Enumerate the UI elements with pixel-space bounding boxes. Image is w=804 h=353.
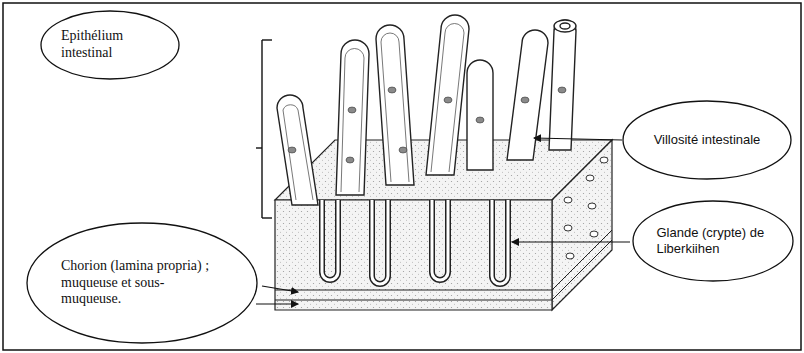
frame (3, 3, 801, 350)
layer-line (275, 300, 552, 301)
ellipse-shape (623, 101, 791, 179)
crypt-openings (564, 157, 608, 259)
text-group: Glande (crypte) de Liberkiihen (657, 225, 770, 256)
callout-ellipse: Epithélium intestinal (40, 10, 180, 80)
villi (277, 15, 576, 205)
callout-text: Chorion (lamina propria) ; muqueuse et s… (61, 258, 223, 308)
text-group: Villosité intestinale (654, 132, 761, 148)
callout-ellipse: Glande (crypte) de Liberkiihen (632, 200, 794, 282)
tissue-front (275, 200, 552, 310)
ellipse-shape (41, 11, 179, 79)
callout-text: Villosité intestinale (654, 132, 761, 148)
tissue-side (552, 140, 612, 310)
callout-text: Glande (crypte) de Liberkiihen (657, 225, 770, 256)
leader-lines (256, 138, 630, 304)
layer-line (275, 290, 552, 291)
callout-text: Epithélium intestinal (61, 28, 159, 62)
callout-ellipse: Chorion (lamina propria) ; muqueuse et s… (26, 222, 258, 344)
text-group: Epithélium intestinal (61, 28, 159, 62)
bracket (256, 40, 272, 218)
callout-ellipse: Villosité intestinale (622, 100, 792, 180)
layer-line (552, 230, 612, 290)
ellipse-shape (27, 223, 257, 343)
nuclei (288, 87, 566, 163)
villus-inner-lines (283, 24, 464, 201)
ellipse-shape (633, 201, 793, 281)
text-group: Chorion (lamina propria) ; muqueuse et s… (61, 258, 223, 308)
crypts (322, 200, 508, 284)
layer-line (552, 240, 612, 300)
